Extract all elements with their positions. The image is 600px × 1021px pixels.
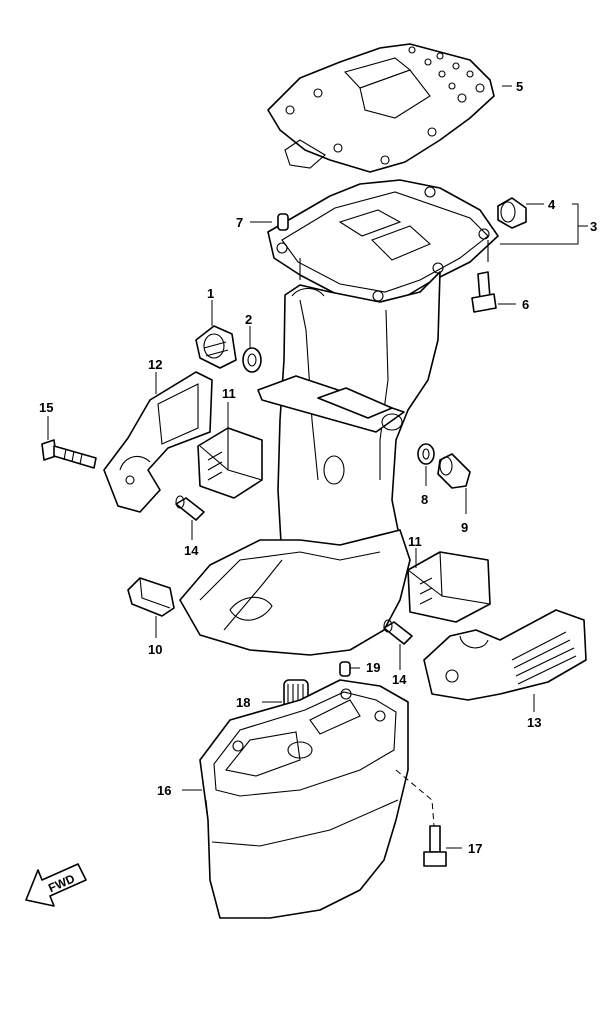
label-part-11-lower: 11	[408, 534, 422, 549]
label-part-6: 6	[522, 297, 529, 312]
mount-bracket-part-12	[103, 371, 213, 513]
label-part-13: 13	[527, 715, 541, 730]
label-part-14-right: 14	[392, 672, 407, 687]
label-part-1: 1	[207, 286, 214, 301]
part-labels: 5 4 3 7 6 1 2 12 15 11 14 10 8 9 11 14 1…	[39, 79, 597, 856]
drive-shaft-housing	[179, 179, 499, 656]
mount-bracket-part-13	[423, 609, 587, 701]
bolt-part-17	[423, 825, 447, 867]
gasket-part-5	[267, 43, 495, 173]
washer-part-2	[242, 347, 262, 373]
label-part-5: 5	[516, 79, 523, 94]
label-part-11-upper: 11	[222, 386, 236, 401]
label-part-3: 3	[590, 219, 597, 234]
cover-part-10	[127, 577, 175, 617]
label-part-2: 2	[245, 312, 252, 327]
pin-part-14-right	[383, 619, 413, 645]
bolt-part-6	[471, 271, 497, 313]
label-part-8: 8	[421, 492, 428, 507]
rubber-mount-part-11-lower	[407, 551, 491, 623]
pin-part-19	[339, 661, 351, 677]
label-part-17: 17	[468, 841, 482, 856]
leader-lines	[47, 85, 588, 849]
label-part-19: 19	[366, 660, 380, 675]
grommet-part-1	[195, 325, 237, 369]
fwd-arrow-icon: FWD	[25, 863, 87, 907]
label-part-14-left: 14	[184, 543, 199, 558]
plug-part-4	[497, 197, 527, 229]
label-part-9: 9	[461, 520, 468, 535]
pin-part-14-left	[175, 495, 205, 521]
bolt-part-15	[41, 439, 97, 469]
label-part-10: 10	[148, 642, 162, 657]
rubber-mount-part-11-upper	[197, 427, 263, 499]
lower-housing-part-16	[199, 679, 409, 919]
pin-part-7	[277, 213, 289, 231]
label-part-12: 12	[148, 357, 162, 372]
label-part-15: 15	[39, 400, 53, 415]
label-part-16: 16	[157, 783, 171, 798]
label-part-4: 4	[548, 197, 556, 212]
washer-part-8	[417, 443, 435, 465]
plug-part-9	[437, 453, 471, 489]
label-part-7: 7	[236, 215, 243, 230]
label-part-18: 18	[236, 695, 250, 710]
